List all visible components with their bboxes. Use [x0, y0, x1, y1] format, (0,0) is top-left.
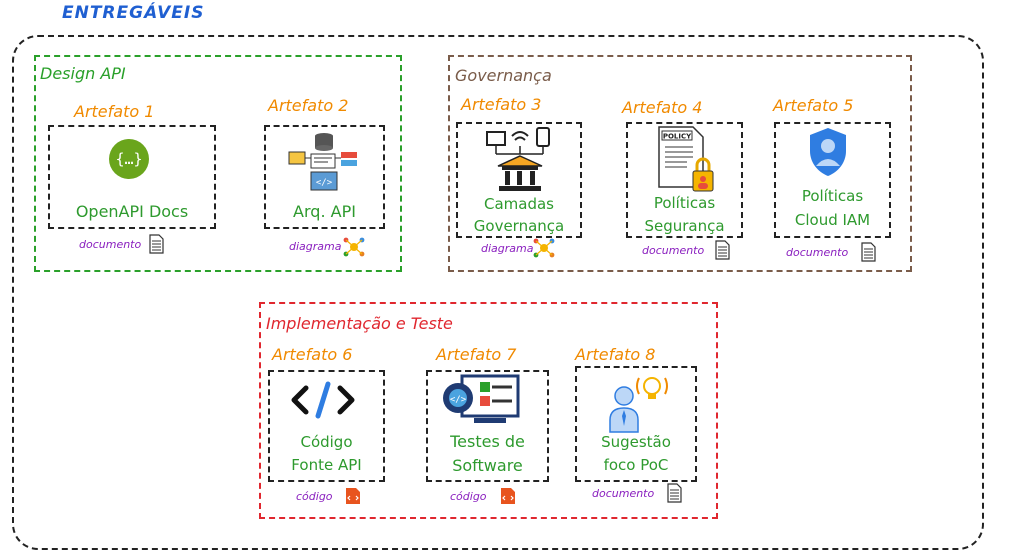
artifact-3-box: [456, 122, 582, 238]
group-implementacao-teste: [259, 302, 718, 519]
group-governanca: [448, 55, 912, 272]
artifact-5-label: Artefato 5: [773, 96, 854, 115]
artifact-8-text-line2: foco PoC: [603, 456, 669, 474]
artifact-3-tag: diagrama: [481, 242, 534, 255]
policy-icon: POLICY: [658, 126, 714, 192]
artifact-4-text-line2: Segurança: [644, 217, 725, 235]
svg-text:</>: </>: [450, 395, 467, 405]
document-icon: [149, 234, 164, 254]
swagger-icon: {…}: [109, 139, 149, 179]
governance-icon: [486, 127, 550, 191]
artifact-2-label: Artefato 2: [268, 96, 349, 115]
artifact-6-text-line2: Fonte API: [291, 456, 362, 474]
artifact-5-text-line2: Cloud IAM: [794, 211, 871, 229]
artifact-8-text-line1: Sugestão: [601, 433, 671, 451]
code-file-icon: [346, 488, 360, 504]
svg-text:</>: </>: [316, 178, 333, 188]
test-monitor-icon: </>: [443, 374, 520, 423]
artifact-7-box: [426, 370, 549, 482]
artifact-5-text-line1: Políticas: [801, 187, 864, 205]
artifact-8-box: [575, 366, 697, 482]
document-icon: [715, 240, 730, 260]
artifact-6-text-line1: Código: [300, 433, 353, 451]
code-file-icon: [501, 488, 515, 504]
artifact-6-label: Artefato 6: [272, 345, 353, 364]
svg-text:POLICY: POLICY: [663, 133, 692, 141]
artifact-7-tag: código: [450, 490, 487, 503]
artifact-7-text-line2: Software: [452, 456, 523, 475]
artifact-2-text: Arq. API: [293, 202, 356, 221]
artifact-1-tag: documento: [79, 238, 142, 251]
document-icon: [667, 483, 682, 503]
artifact-3-label: Artefato 3: [461, 95, 542, 114]
artifact-6-tag: código: [296, 490, 333, 503]
group-design-api-label: Design API: [40, 64, 126, 83]
code-icon: [291, 381, 355, 419]
artifact-7-text-line1: Testes de: [450, 432, 525, 451]
artifact-2-tag: diagrama: [289, 240, 342, 253]
diagram-icon: [343, 237, 365, 257]
artifact-4-label: Artefato 4: [622, 98, 703, 117]
artifact-3-text-line2: Governança: [473, 217, 565, 235]
iam-shield-icon: [810, 128, 846, 176]
artifact-1-text: OpenAPI Docs: [75, 202, 189, 221]
document-icon: [861, 242, 876, 262]
artifact-4-text-line1: Políticas: [653, 194, 716, 212]
artifact-5-tag: documento: [786, 246, 849, 259]
artifact-3-text-line1: Camadas: [484, 195, 554, 213]
idea-person-icon: [609, 377, 668, 433]
svg-text:{…}: {…}: [115, 150, 142, 168]
deliverables-container: [12, 35, 984, 550]
group-implementacao-label: Implementação e Teste: [266, 314, 453, 333]
artifact-2-box: [264, 125, 385, 229]
artifact-1-label: Artefato 1: [74, 102, 155, 121]
group-governanca-label: Governança: [455, 66, 552, 85]
page-title: ENTREGÁVEIS: [62, 3, 205, 23]
artifact-1-box: [48, 125, 216, 229]
artifact-8-label: Artefato 8: [575, 345, 656, 364]
diagram-icon: [533, 238, 555, 258]
artifact-8-tag: documento: [592, 487, 655, 500]
artifact-7-label: Artefato 7: [436, 345, 517, 364]
group-design-api: [34, 55, 402, 272]
artifact-6-box: [268, 370, 385, 482]
architecture-icon: </>: [288, 133, 357, 191]
artifact-4-box: [626, 122, 743, 238]
artifact-4-tag: documento: [642, 244, 705, 257]
artifact-5-box: [774, 122, 891, 238]
